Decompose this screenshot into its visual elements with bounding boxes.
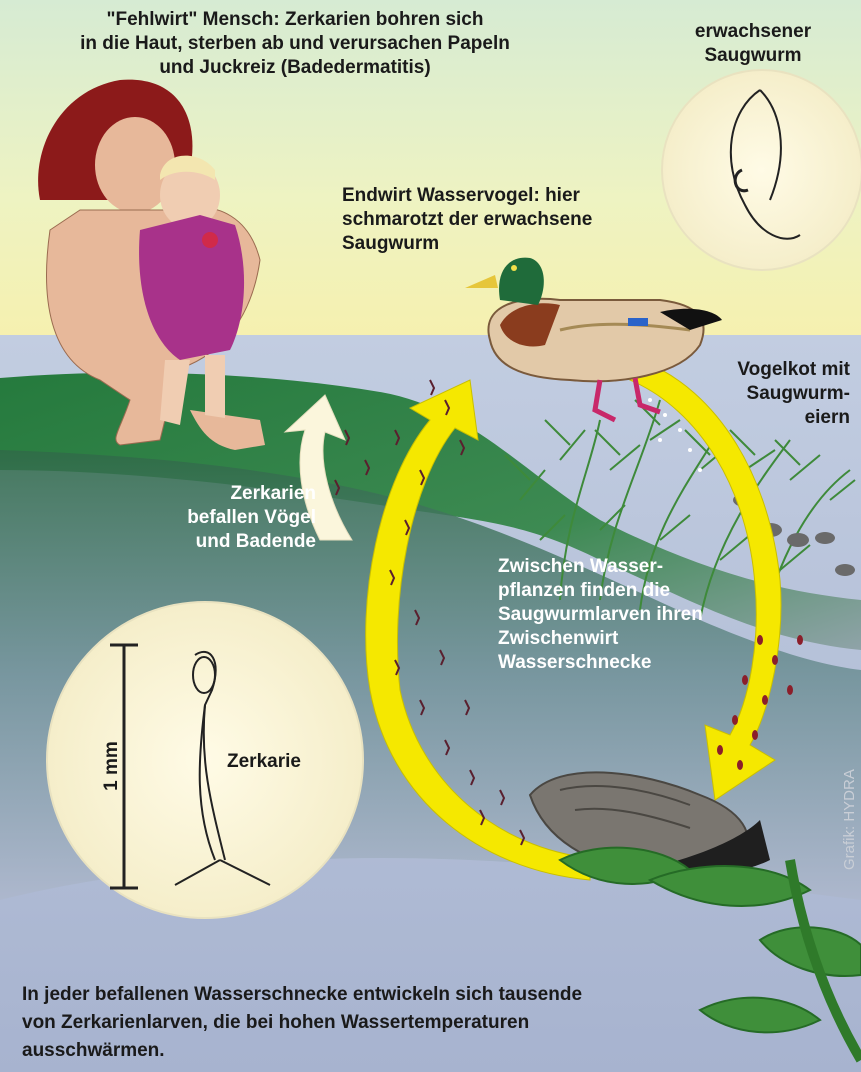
human-host-label: "Fehlwirt" Mensch: Zerkarien bohren sich… (20, 8, 570, 80)
cercariae-attack-label: Zerkarien befallen Vögel und Badende (120, 482, 316, 554)
cercaria-label: Zerkarie (227, 750, 347, 774)
bottom-caption: In jeder befallenen Wasserschnecke entwi… (22, 981, 782, 1065)
final-host-label: Endwirt Wasservogel: hier schmarotzt der… (342, 184, 642, 256)
image-credit: Grafik: HYDRA (838, 670, 860, 870)
scale-bar-label: 1 mm (82, 736, 142, 796)
intermediate-host-label: Zwischen Wasser- pflanzen finden die Sau… (498, 555, 828, 675)
adult-fluke-label: erwachsener Saugwurm (668, 20, 838, 68)
adult-fluke-inset (662, 70, 861, 270)
bird-droppings-label: Vogelkot mit Saugwurm- eiern (640, 358, 850, 430)
